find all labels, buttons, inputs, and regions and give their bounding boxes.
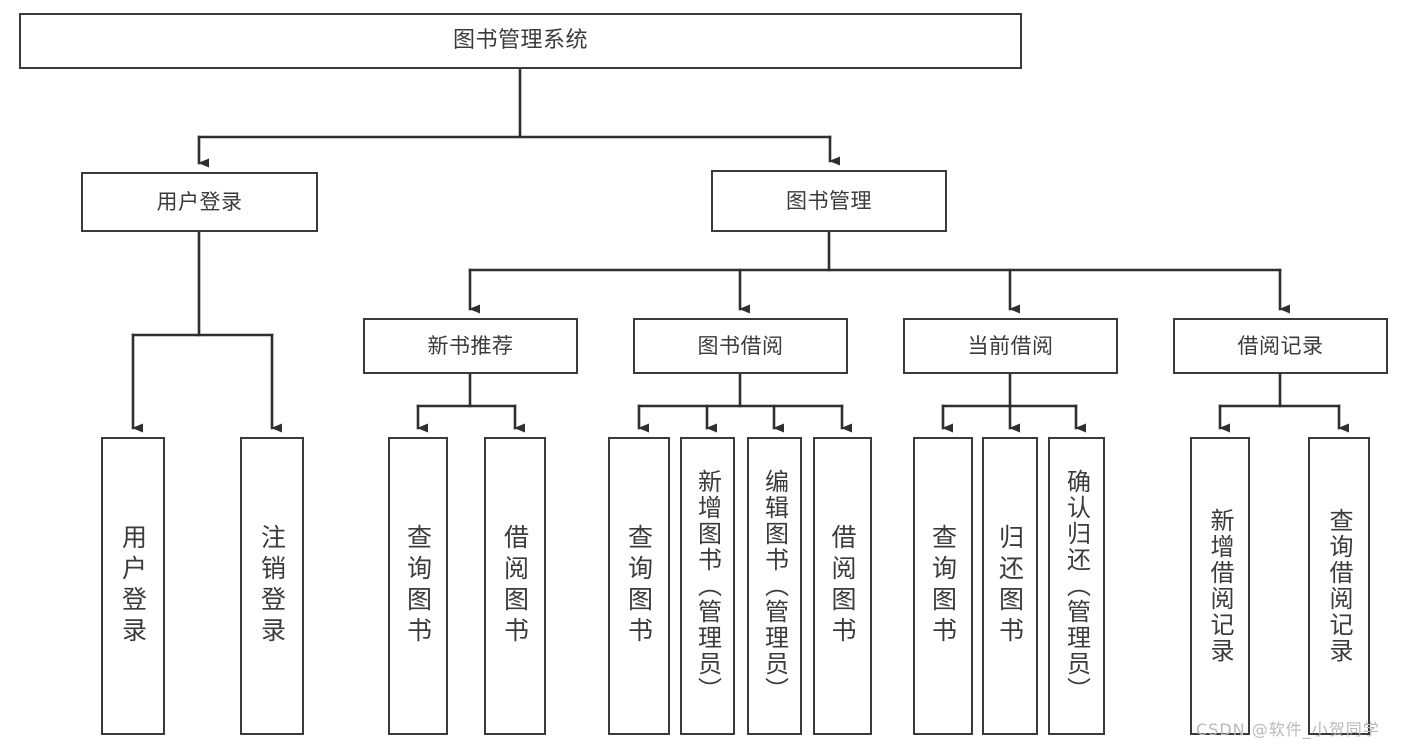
leaf-borrow-book[interactable]: 借阅图书 bbox=[813, 437, 872, 735]
leaf-borrow-book-new[interactable]: 借阅图书 bbox=[484, 437, 546, 735]
leaf-query-book-current-label: 查询图书 bbox=[928, 524, 958, 648]
leaf-confirm-return-admin-label: 确认归还（管理员） bbox=[1062, 469, 1091, 703]
node-root[interactable]: 图书管理系统 bbox=[19, 13, 1022, 69]
connector-group-current-borrow bbox=[941, 372, 1086, 433]
node-current-borrow[interactable]: 当前借阅 bbox=[903, 318, 1118, 374]
leaf-query-book-new-label: 查询图书 bbox=[403, 524, 433, 648]
leaf-query-borrow-record[interactable]: 查询借阅记录 bbox=[1308, 437, 1370, 735]
leaf-query-book-borrow[interactable]: 查询图书 bbox=[608, 437, 670, 735]
leaf-add-book-admin[interactable]: 新增图书（管理员） bbox=[680, 437, 735, 735]
leaf-query-borrow-record-label: 查询借阅记录 bbox=[1325, 508, 1353, 664]
node-new-book-recommend[interactable]: 新书推荐 bbox=[363, 318, 578, 374]
leaf-borrow-book-label: 借阅图书 bbox=[828, 524, 857, 648]
leaf-confirm-return-admin[interactable]: 确认归还（管理员） bbox=[1048, 437, 1105, 735]
connector-group-user-login bbox=[131, 230, 282, 433]
connector-group-borrow-record bbox=[1218, 372, 1349, 433]
leaf-query-book-current[interactable]: 查询图书 bbox=[913, 437, 973, 735]
node-book-management-label: 图书管理 bbox=[786, 188, 872, 213]
leaf-logout[interactable]: 注销登录 bbox=[240, 437, 304, 735]
leaf-add-borrow-record[interactable]: 新增借阅记录 bbox=[1190, 437, 1250, 735]
leaf-return-book-label: 归还图书 bbox=[995, 524, 1025, 648]
node-book-borrow-label: 图书借阅 bbox=[697, 333, 784, 358]
connector-group-new-book bbox=[416, 372, 525, 433]
node-book-borrow[interactable]: 图书借阅 bbox=[633, 318, 848, 374]
connector-group-book-management bbox=[468, 230, 1290, 314]
leaf-query-book-borrow-label: 查询图书 bbox=[624, 524, 654, 648]
node-user-login-label: 用户登录 bbox=[156, 189, 243, 214]
leaf-edit-book-admin[interactable]: 编辑图书（管理员） bbox=[747, 437, 802, 735]
leaf-add-borrow-record-label: 新增借阅记录 bbox=[1206, 508, 1234, 664]
node-new-book-recommend-label: 新书推荐 bbox=[427, 333, 514, 358]
leaf-return-book[interactable]: 归还图书 bbox=[982, 437, 1038, 735]
node-user-login[interactable]: 用户登录 bbox=[81, 172, 318, 232]
watermark: CSDN @软件_小贺同学 bbox=[1196, 720, 1380, 739]
connector-group-borrow bbox=[637, 372, 852, 433]
leaf-user-login[interactable]: 用户登录 bbox=[101, 437, 165, 735]
leaf-logout-label: 注销登录 bbox=[257, 524, 287, 648]
leaf-user-login-label: 用户登录 bbox=[118, 524, 148, 648]
node-current-borrow-label: 当前借阅 bbox=[967, 333, 1054, 358]
node-root-label: 图书管理系统 bbox=[452, 28, 588, 54]
node-borrow-record-label: 借阅记录 bbox=[1237, 333, 1324, 358]
leaf-add-book-admin-label: 新增图书（管理员） bbox=[693, 469, 722, 703]
node-borrow-record[interactable]: 借阅记录 bbox=[1173, 318, 1388, 374]
connector-group-root bbox=[197, 67, 840, 168]
leaf-query-book-new[interactable]: 查询图书 bbox=[388, 437, 448, 735]
node-book-management[interactable]: 图书管理 bbox=[711, 170, 947, 232]
leaf-edit-book-admin-label: 编辑图书（管理员） bbox=[760, 469, 789, 703]
leaf-borrow-book-new-label: 借阅图书 bbox=[500, 524, 530, 648]
